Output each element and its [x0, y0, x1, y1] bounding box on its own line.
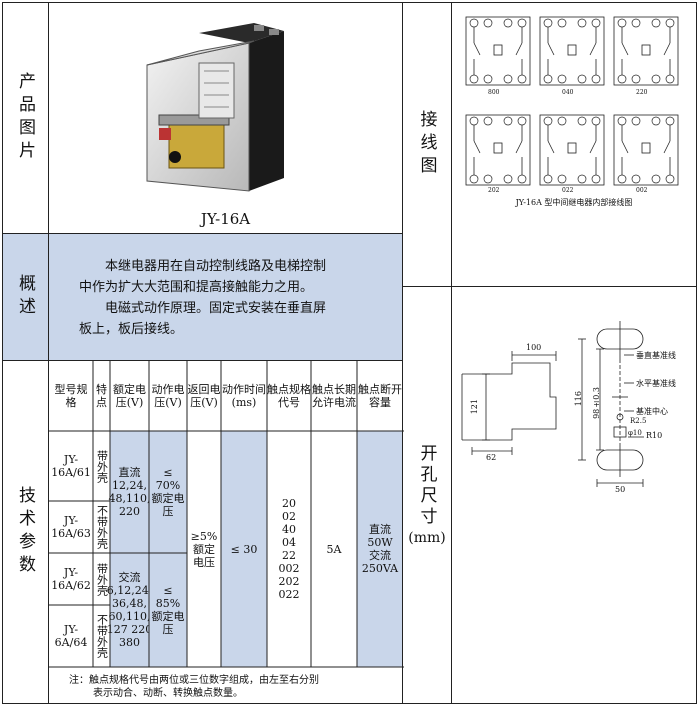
header-contact-code: 触点规格代号: [267, 383, 311, 409]
dim-98: 98±0.3: [592, 387, 601, 419]
header-rated-voltage: 额定电压(V): [113, 383, 146, 409]
label-horizontal-ref: 水平基准线: [636, 379, 676, 388]
tech-params-table: 型号规格 特点 额定电压(V) 动作电压(V) 返回电压(V) 动作时间(ms)…: [48, 360, 404, 704]
header-feature: 特点: [96, 383, 107, 409]
dim-116: 116: [574, 391, 583, 407]
label-vertical-ref: 垂直基准线: [636, 351, 676, 360]
note-line-2: 表示动合、动断、转换触点数量。: [93, 688, 243, 699]
header-return-voltage: 返回电压(V): [187, 383, 221, 409]
header-operate-voltage: 动作电压(V): [151, 383, 185, 409]
rated-voltage-dc: 直流 12,24, 48,110, 220: [109, 431, 151, 553]
wiring-label: 接线图: [402, 2, 452, 287]
operate-time-value: ≤ 30: [221, 431, 267, 667]
summary-line-3: 电磁式动作原理。固定式安装在垂直屏: [105, 301, 327, 316]
summary-line-1: 本继电器用在自动控制线路及电梯控制: [105, 259, 327, 274]
dim-r25: R2.5: [630, 417, 647, 425]
summary-line-2: 中作为扩大大范围和提高接触能力之用。: [79, 280, 314, 295]
contact-code-value: 20 02 40 04 22 002 202 022: [278, 497, 300, 601]
dim-62: 62: [486, 453, 497, 462]
feature-cell: 不带外壳: [95, 505, 109, 549]
summary-line-4: 板上，板后接线。: [79, 322, 184, 337]
wiring-code: 800: [488, 89, 500, 96]
dim-r10: R10: [646, 431, 663, 440]
hole-size-title: 开孔尺寸: [416, 444, 437, 528]
product-image-cell: JY-16A: [48, 2, 403, 234]
contact-capacity-value: 直流 50W 交流 250VA: [357, 431, 403, 667]
wiring-code: 002: [636, 187, 648, 194]
model-cell: JY-16A/61: [51, 453, 91, 479]
wiring-code: 202: [488, 187, 500, 194]
model-cell: JY-6A/64: [54, 623, 88, 649]
wiring-diagrams: [465, 16, 679, 186]
contact-current-value: 5A: [326, 542, 342, 556]
operate-voltage-dc: ≤ 70% 额定电压: [149, 431, 187, 553]
model-cell: JY-16A/63: [51, 514, 91, 540]
feature-cell: 带外壳: [95, 449, 109, 483]
summary-cell: 本继电器用在自动控制线路及电梯控制 中作为扩大大范围和提高接触能力之用。 电磁式…: [48, 233, 403, 361]
feature-cell: 带外壳: [95, 562, 109, 596]
note-line-1: 注：触点规格代号由两位或三位数字组成，由左至右分别: [69, 675, 319, 686]
dim-phi10: φ10: [628, 429, 642, 437]
label-center-ref: 基准中心: [636, 407, 668, 416]
return-voltage-value: ≥5% 额定电压: [190, 529, 218, 569]
wiring-code: 220: [636, 89, 648, 96]
product-image-label: 产品图片: [2, 2, 49, 234]
dim-121: 121: [470, 399, 479, 415]
wiring-code: 022: [562, 187, 574, 194]
wiring-code: 040: [562, 89, 574, 96]
hole-size-drawing-cell: 100 121 62 116 98±0.3 50 R10 R2.5 φ10 垂直…: [451, 286, 697, 704]
rated-voltage-ac: 交流 6,12,24, 36,48, 60,110, 127 220 380: [107, 553, 152, 667]
operate-voltage-ac: ≤ 85% 额定电压: [149, 553, 187, 667]
summary-label: 概述: [2, 233, 49, 361]
header-contact-capacity: 触点断开容量: [358, 383, 402, 409]
header-operate-time: 动作时间(ms): [222, 383, 266, 409]
tech-params-label: 技术参数: [2, 360, 49, 704]
dimension-drawing: [461, 321, 644, 487]
product-model: JY-16A: [200, 210, 251, 228]
hole-size-label: 开孔尺寸 (mm): [402, 286, 452, 704]
dim-50: 50: [615, 485, 626, 494]
hole-size-unit: (mm): [408, 530, 446, 546]
relay-photo: [146, 23, 284, 192]
header-contact-current: 触点长期允许电流: [312, 383, 356, 409]
model-cell: JY-16A/62: [51, 566, 91, 592]
wiring-caption: JY-16A 型中间继电器内部接线图: [515, 198, 633, 207]
table-note: 注：触点规格代号由两位或三位数字组成，由左至右分别 表示动合、动断、转换触点数量…: [69, 674, 319, 700]
dim-100: 100: [526, 343, 542, 352]
wiring-diagram-cell: 800 040 220 202 022 002 JY-16A 型中间继电器内部接…: [451, 2, 697, 287]
header-model: 型号规格: [54, 383, 88, 409]
feature-cell: 不带外壳: [95, 614, 109, 658]
